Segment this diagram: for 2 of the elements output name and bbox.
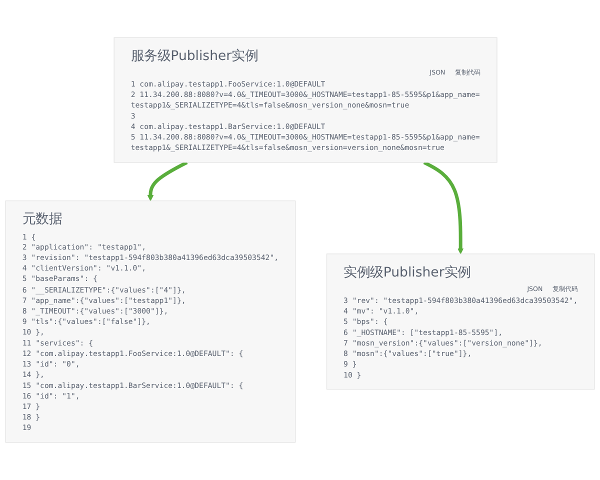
arrow: [423, 160, 464, 254]
arrow: [147, 160, 188, 202]
